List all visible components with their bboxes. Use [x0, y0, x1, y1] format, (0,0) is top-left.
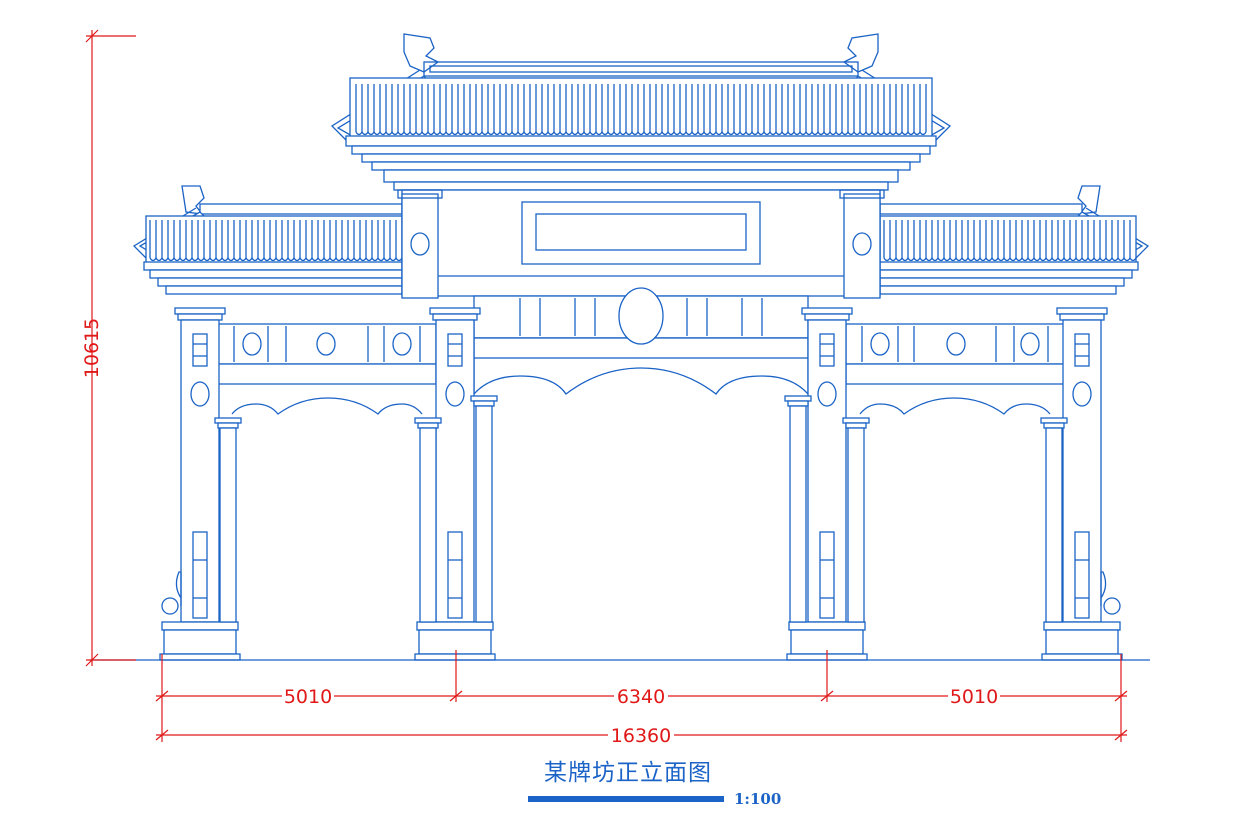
- title-underline: [528, 796, 724, 802]
- column-right-inner: [842, 417, 870, 623]
- height-dimension: 10615: [81, 29, 136, 667]
- left-bay-dimension: 5010: [284, 686, 332, 708]
- center-frieze: [397, 189, 885, 299]
- right-side-lintel: [845, 323, 1065, 415]
- drawing-scale: 1:100: [734, 790, 781, 808]
- bay-dimensions: 5010 6340 5010: [155, 650, 1128, 742]
- left-side-roof: [132, 185, 403, 295]
- right-side-roof: [879, 185, 1150, 295]
- column-right-outer: [1040, 417, 1068, 623]
- center-bay-dimension: 6340: [617, 686, 665, 708]
- center-lintel: [473, 287, 809, 395]
- pillar-outer-left: [159, 307, 241, 661]
- drawing-title: 某牌坊正立面图: [544, 760, 712, 786]
- center-medallion: [618, 287, 664, 345]
- height-dimension-label: 10615: [81, 318, 103, 378]
- total-width-dimension: 16360: [155, 723, 1128, 747]
- column-left-inner: [414, 417, 442, 623]
- column-center-right: [784, 395, 812, 623]
- ridge-ornament-left: [403, 33, 440, 73]
- column-left-outer: [214, 417, 242, 623]
- center-roof: [330, 33, 952, 191]
- right-bay-dimension: 5010: [950, 686, 998, 708]
- left-side-lintel: [217, 323, 437, 415]
- ridge-ornament-right: [842, 33, 879, 73]
- pillar-outer-right: [1041, 307, 1123, 661]
- column-center-left: [470, 395, 498, 623]
- name-plaque: [521, 201, 761, 265]
- pillar-inner-left: [414, 307, 496, 661]
- total-width-label: 16360: [611, 725, 671, 747]
